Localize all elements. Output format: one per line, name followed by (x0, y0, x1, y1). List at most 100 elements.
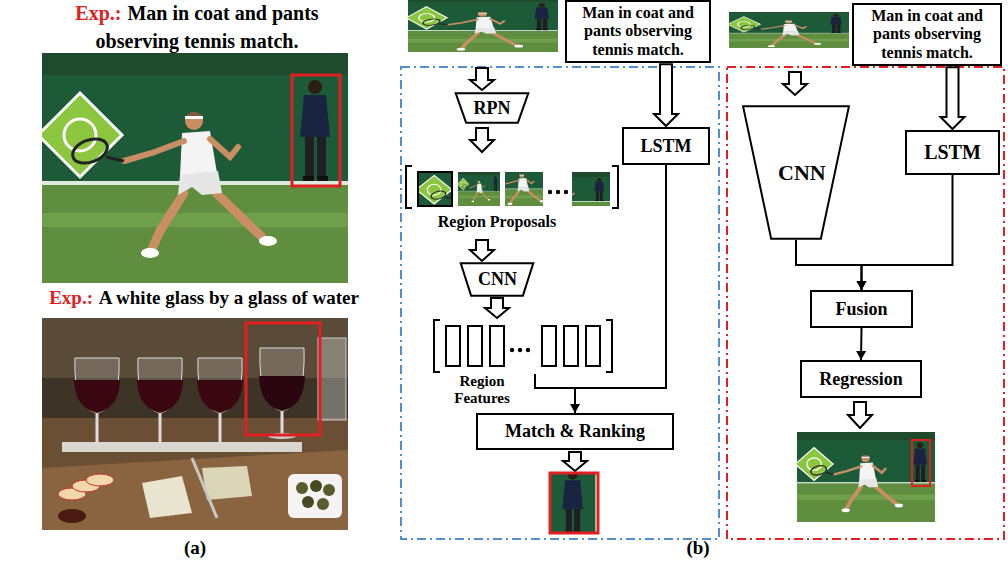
hollow-arrow (485, 298, 509, 318)
ellipsis-dot (564, 190, 568, 194)
connector (856, 328, 866, 360)
query-text-box: Man in coat and pants observing tennis m… (852, 3, 1002, 66)
ellipsis-dot (510, 348, 514, 352)
connector (570, 165, 666, 413)
panel-tag: (a) (184, 537, 206, 558)
connector (654, 64, 678, 126)
node-text: Man in coat and pants observing tennis m… (860, 7, 994, 62)
proposal-thumb (457, 172, 500, 206)
node-text: Match & Ranking (505, 421, 645, 442)
connector (796, 240, 867, 290)
connector (941, 67, 965, 129)
hollow-arrow (941, 67, 965, 129)
arrow-head (856, 351, 866, 360)
connector-line (575, 165, 666, 413)
red-target-box (246, 323, 320, 435)
node-text: Fusion (835, 299, 887, 320)
red-panel (727, 67, 1004, 539)
lstm-box: LSTM (905, 130, 1000, 175)
hollow-arrow (470, 68, 494, 90)
label-line: Region Proposals (412, 212, 582, 232)
bracket (612, 166, 618, 208)
expression-text: Man in coat and pants observing tennis m… (96, 2, 319, 52)
expression-tag: Exp.: (75, 2, 121, 24)
node-text: LSTM (640, 136, 691, 157)
blue-panel (401, 67, 719, 539)
match-ranking-box: Match & Ranking (476, 413, 674, 450)
hollow-arrow (654, 64, 678, 126)
input-photo (727, 9, 849, 51)
node-text: CNN (778, 160, 814, 185)
panel-tag: (b) (686, 537, 709, 558)
bracket (434, 320, 440, 372)
trapezoid-shape (743, 106, 849, 238)
fusion-box: Fusion (810, 290, 913, 328)
bracket (606, 320, 612, 372)
arrow-head (857, 281, 867, 290)
hollow-arrow (848, 402, 872, 428)
ellipsis-dot (548, 190, 552, 194)
input-photo (406, 0, 558, 57)
output-photo-content (795, 432, 935, 522)
wine-photo-content (42, 318, 348, 530)
connector (857, 175, 953, 290)
input-photo-content (727, 9, 849, 51)
node-text: Regression (819, 369, 903, 390)
hollow-arrow (783, 72, 807, 95)
hollow-arrow (563, 452, 587, 471)
node-text: Man in coat and pants observing tennis m… (573, 4, 703, 59)
feature-vector (564, 326, 578, 366)
expression-text: A white glass by a glass of water (99, 287, 359, 308)
expression-tag: Exp.: (49, 287, 93, 308)
cnn-trapezoid: CNN (460, 263, 534, 296)
output-crop (383, 452, 596, 564)
lstm-box: LSTM (622, 127, 710, 165)
tennis-photo (38, 53, 348, 283)
label-line: Region Features (440, 373, 524, 407)
feature-vector (542, 326, 556, 366)
stage-label: Region Features (454, 373, 510, 406)
input-photo-content (406, 0, 558, 57)
trapezoid-shape (461, 263, 534, 295)
tennis-photo-content (38, 53, 348, 283)
proposal-frame (418, 172, 452, 206)
feature-vector (468, 326, 482, 366)
bracket (406, 166, 412, 208)
label-line: (a) (165, 536, 225, 560)
node-text: CNN (478, 269, 516, 290)
arrow-head (857, 281, 867, 290)
proposal-content (479, 161, 563, 210)
node-text: LSTM (924, 141, 981, 164)
trapezoid-shape (456, 93, 529, 122)
red-target-box (912, 440, 930, 486)
stage-label: Region Proposals (438, 213, 556, 230)
wine-photo (42, 318, 348, 530)
ellipsis-dot (526, 348, 530, 352)
feature-line (535, 374, 575, 388)
connector-line (796, 240, 862, 290)
hollow-arrow (470, 128, 494, 152)
feature-vector (490, 326, 504, 366)
rpn-trapezoid: RPN (455, 93, 529, 123)
label-line: Exp.: A white glass by a glass of water (8, 286, 400, 310)
proposal-thumb (479, 161, 563, 210)
node-text: RPN (474, 98, 511, 119)
output-photo (795, 432, 935, 522)
hollow-arrow (470, 240, 494, 261)
feature-vector (586, 326, 600, 366)
red-target-box (292, 75, 340, 186)
ellipsis-dot (556, 190, 560, 194)
feature-vector (446, 326, 460, 366)
label-line: Exp.:Man in coat and pants observing ten… (38, 0, 356, 55)
proposal-content (457, 172, 500, 206)
regression-box: Regression (800, 360, 922, 398)
connector-line (862, 175, 953, 290)
ellipsis-dot (518, 348, 522, 352)
arrow-head (570, 404, 580, 413)
cnn-trapezoid: CNN (742, 105, 850, 240)
query-text-box: Man in coat and pants observing tennis m… (565, 0, 711, 63)
label-line: (b) (668, 536, 728, 560)
output-crop-content (383, 452, 596, 564)
output-frame (550, 473, 598, 533)
